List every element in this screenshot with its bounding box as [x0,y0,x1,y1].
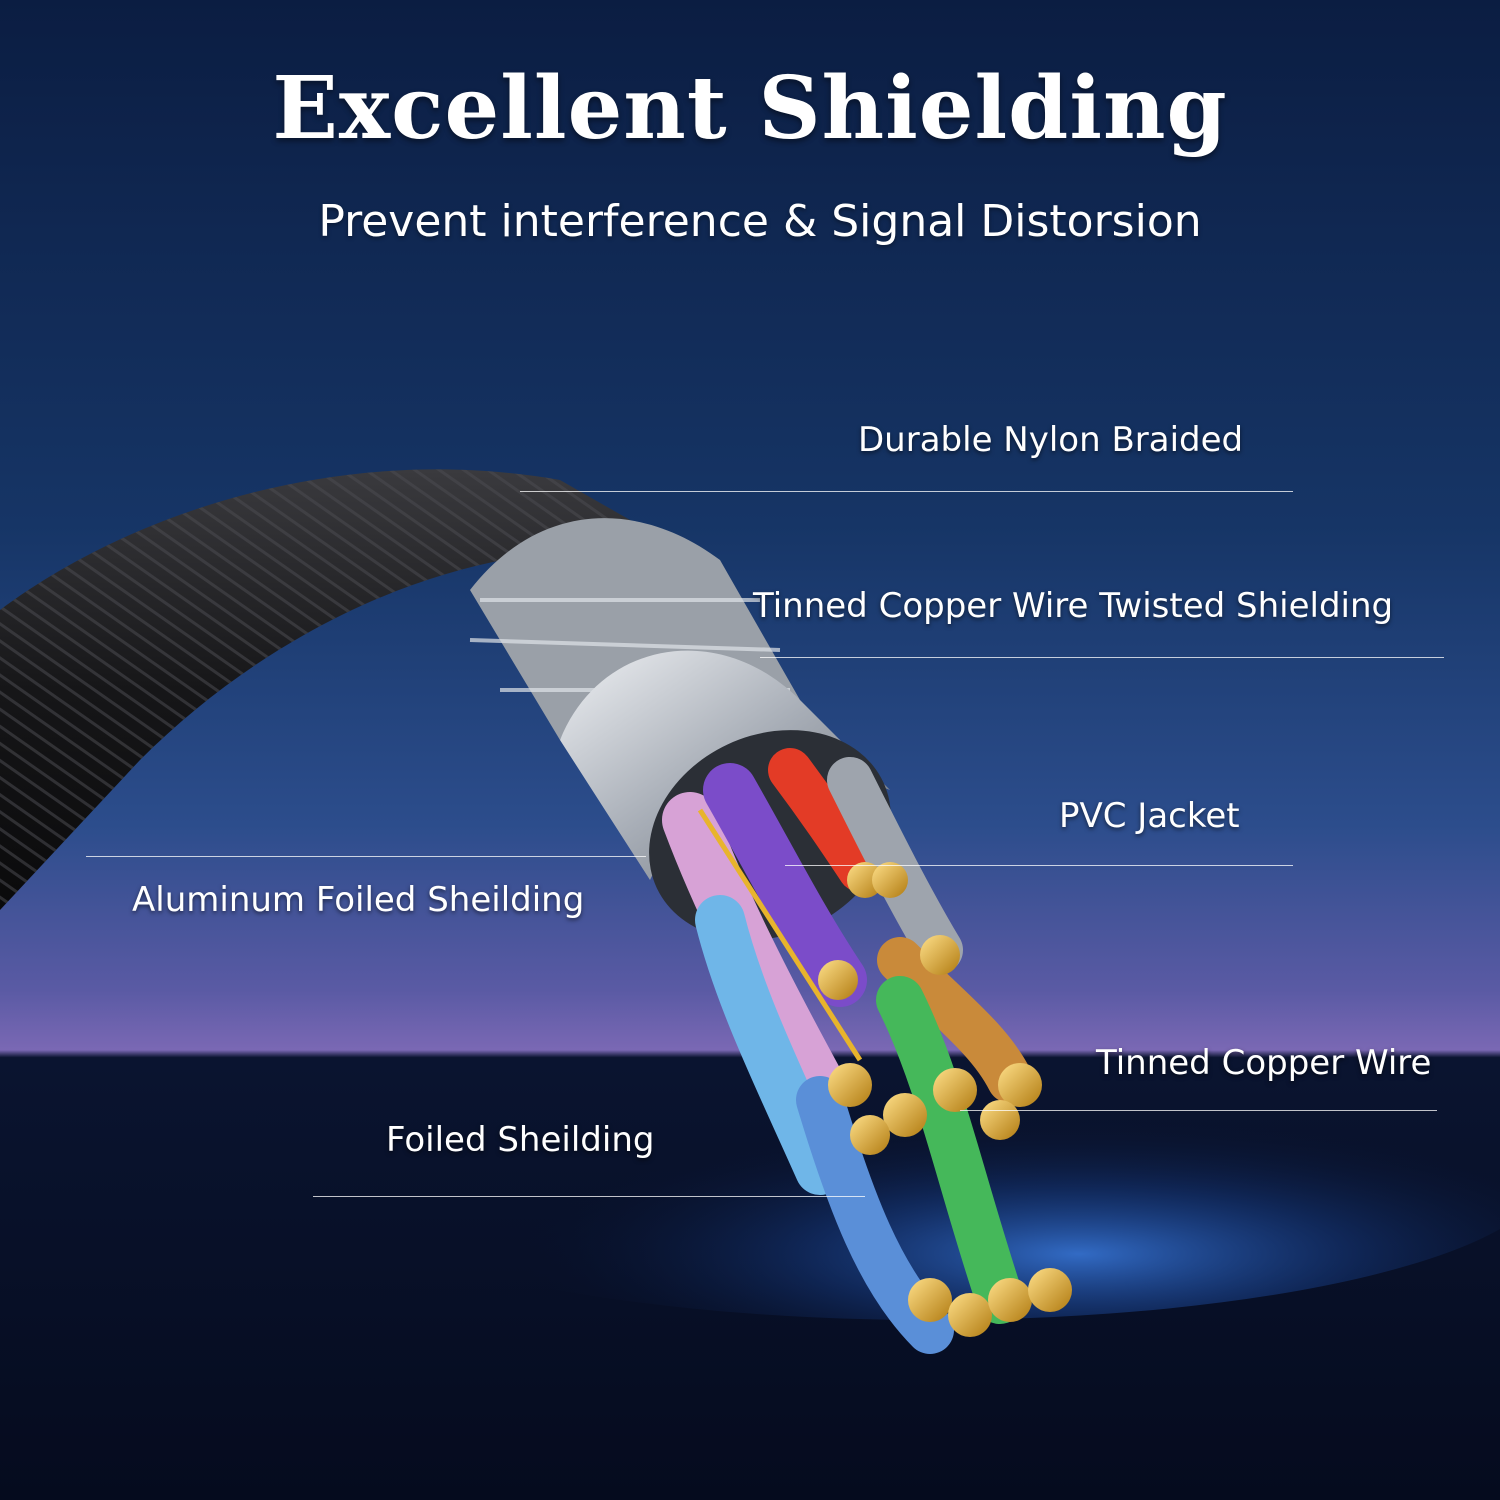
leader-line-aluminum [86,856,646,857]
leader-line-nylon [520,491,1293,492]
label-pvc-jacket: PVC Jacket [1059,796,1240,836]
leader-line-tinned-wire [960,1110,1437,1111]
label-tinned-copper-wire: Tinned Copper Wire [1096,1043,1432,1083]
leader-line-foiled [313,1196,865,1197]
leader-line-tinned-shielding [760,657,1444,658]
label-nylon-braided: Durable Nylon Braided [858,420,1244,460]
gold-copper-conductor-tips [818,862,1072,1337]
leader-line-pvc [785,865,1293,866]
subheadline: Prevent interference & Signal Distorsion [318,196,1202,247]
headline: Excellent Shielding [272,58,1228,159]
label-tinned-copper-shielding: Tinned Copper Wire Twisted Shielding [753,586,1394,626]
inner-wire-bundle [662,748,1033,1354]
nylon-braid-jacket [0,469,700,910]
label-foiled-shielding: Foiled Sheilding [386,1120,655,1160]
label-aluminum-foiled: Aluminum Foiled Sheilding [132,880,585,920]
